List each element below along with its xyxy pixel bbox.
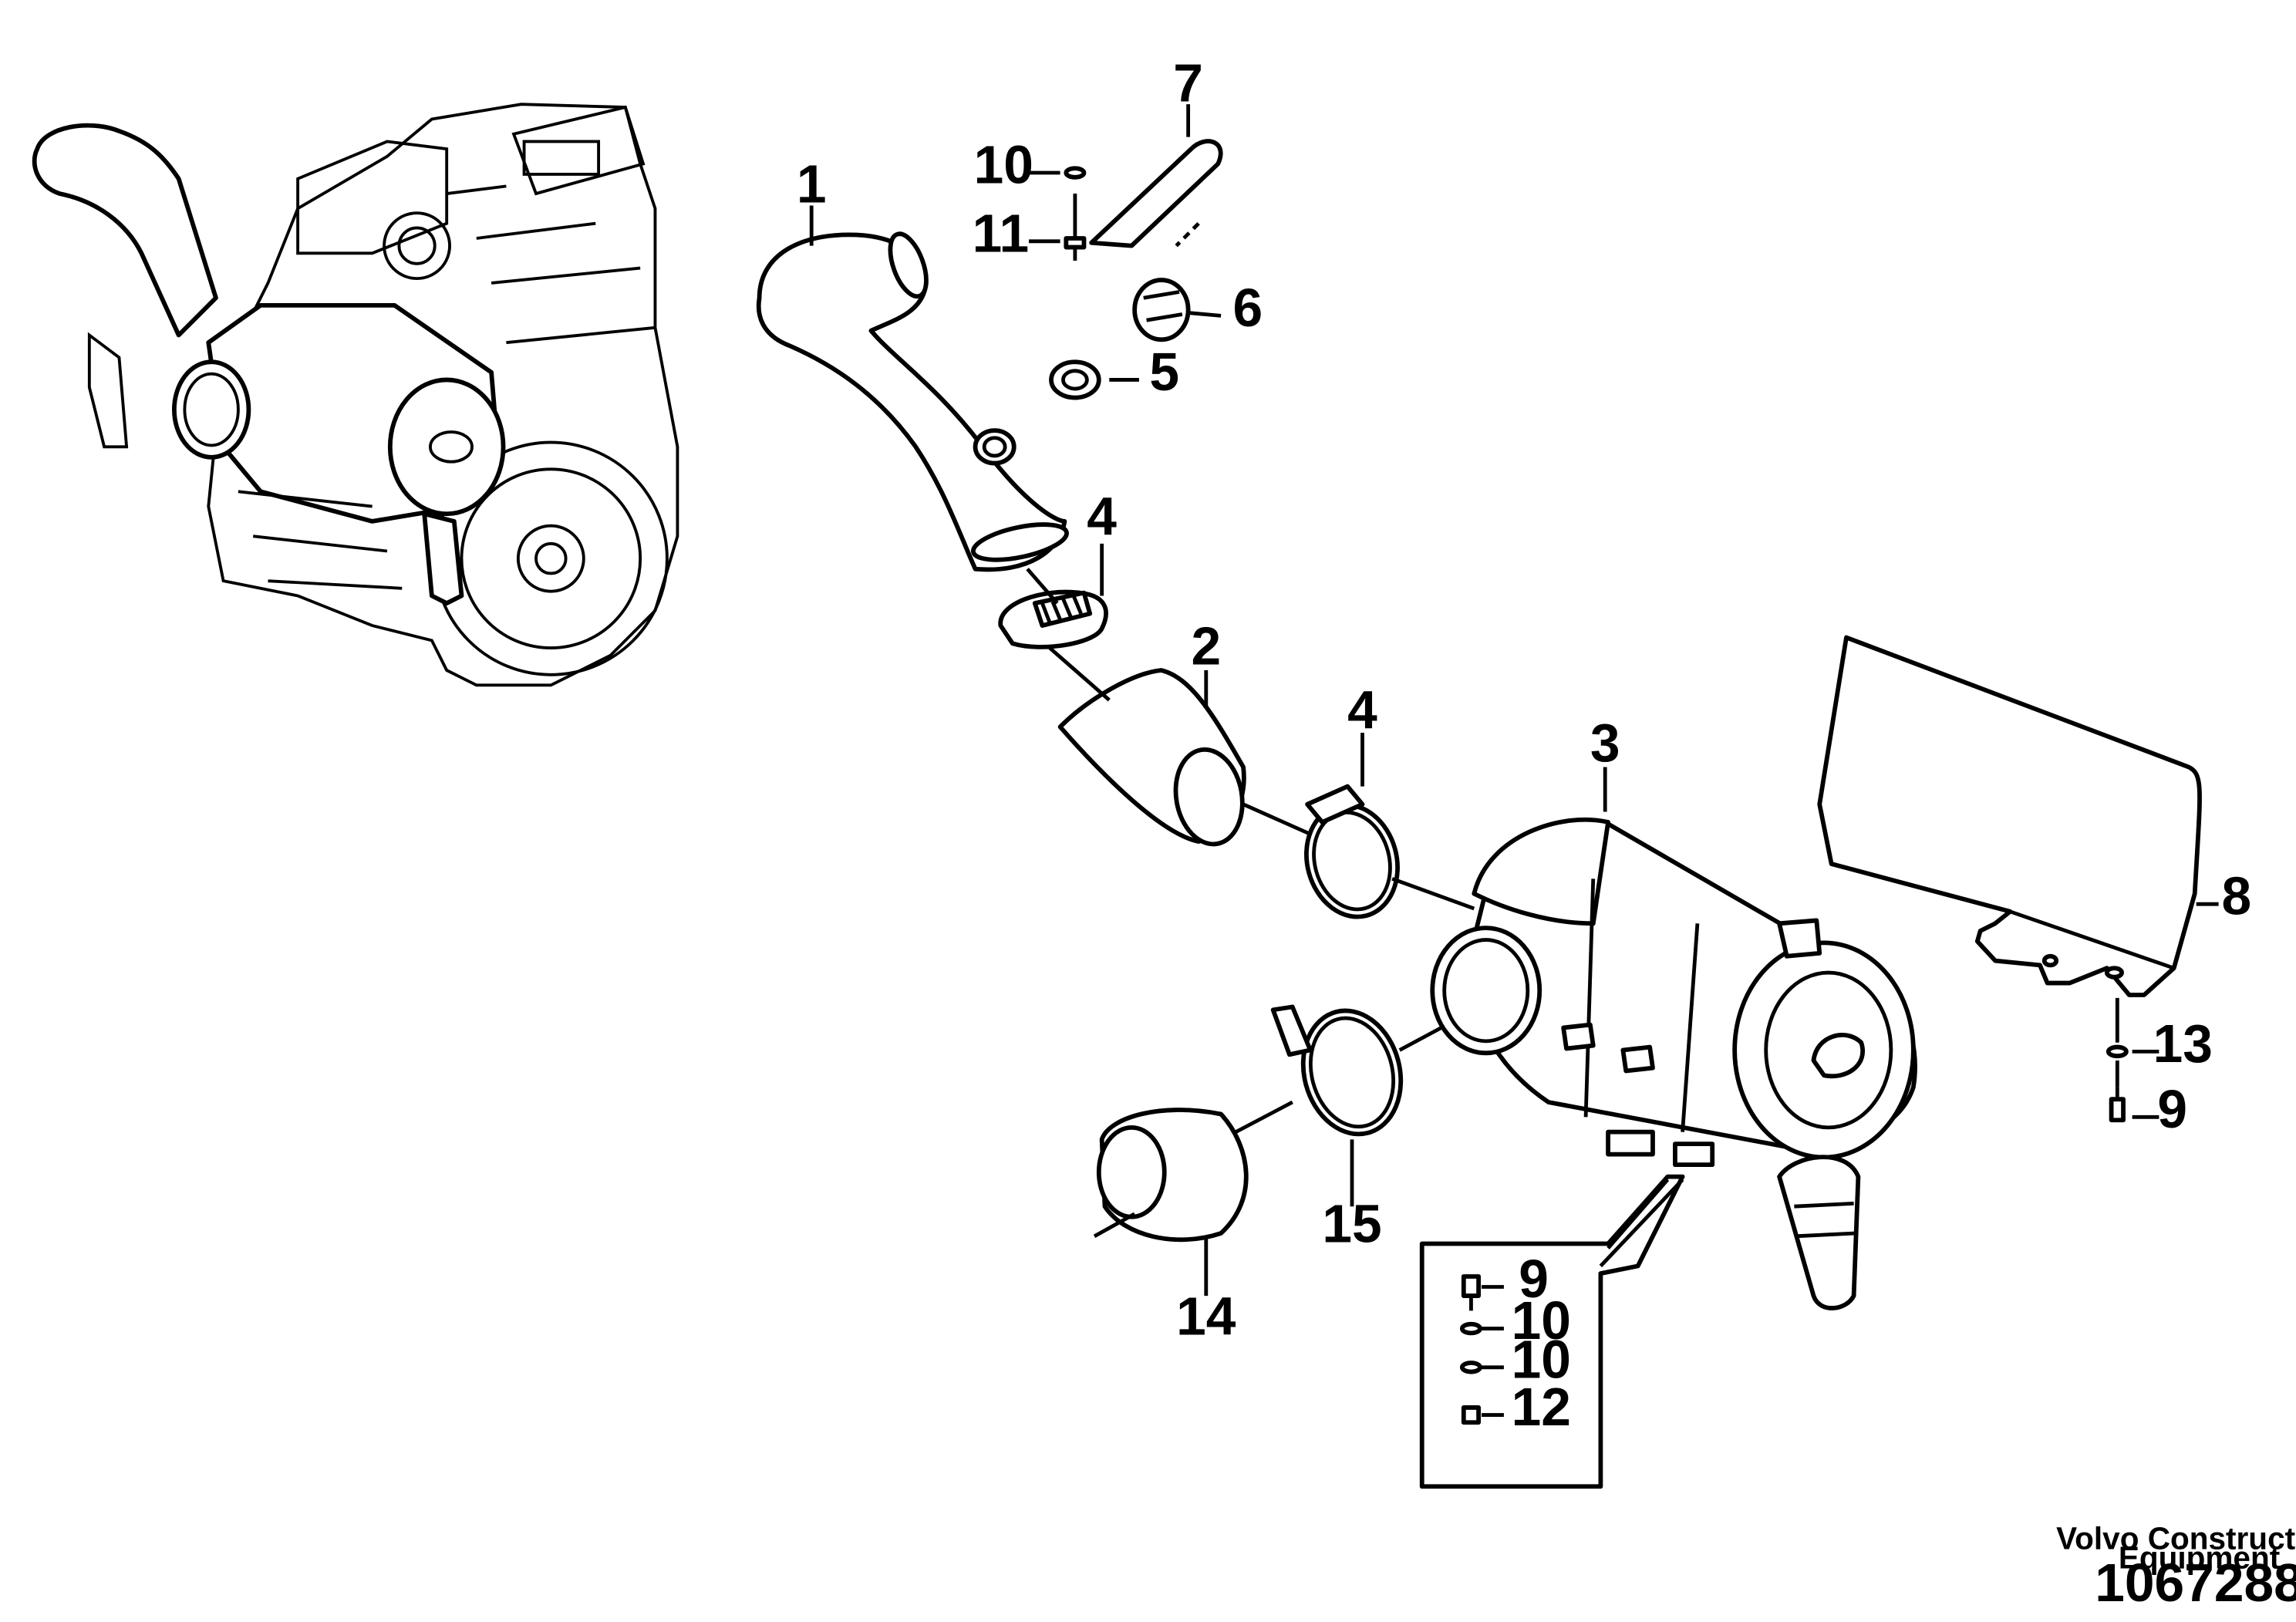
part-3-air-filter-housing [1430, 818, 1917, 1310]
part-14-sleeve [1096, 1108, 1249, 1243]
callout-9: 9 [2157, 1079, 2187, 1139]
callout-5: 5 [1149, 342, 1179, 402]
detail-callout-10b: 10 [1512, 1329, 1571, 1389]
part-15-clamp [1270, 1004, 1404, 1137]
callout-10: 10 [974, 135, 1033, 195]
detail-callout-12: 12 [1512, 1377, 1571, 1437]
callout-1: 1 [797, 154, 827, 214]
document-number: 1067288 [2095, 1553, 2296, 1613]
part-10-washer-top [1064, 166, 1087, 180]
part-9-bolt [2109, 1087, 2126, 1123]
callout-14: 14 [1176, 1286, 1236, 1346]
callout-3: 3 [1590, 713, 1620, 773]
callout-4-lower: 4 [1347, 679, 1377, 740]
callout-6: 6 [1233, 278, 1263, 338]
part-6-restriction-indicator [1132, 278, 1191, 342]
detail-callout-9: 9 [1519, 1249, 1549, 1309]
part-4-hose-clamp-upper [998, 589, 1108, 649]
part-8-heat-shield [1817, 635, 2202, 997]
callout-11: 11 [973, 203, 1029, 263]
callout-labels: 1 2 3 4 4 5 6 7 8 9 10 11 13 14 15 9 10 … [797, 52, 2251, 1437]
callout-15: 15 [1322, 1194, 1381, 1254]
callout-4-upper: 4 [1087, 486, 1117, 546]
engine-overview-illustration [32, 103, 679, 687]
footer-branding: Volvo Construction Equipment 1067288 [2056, 1520, 2296, 1613]
callout-8: 8 [2221, 866, 2251, 926]
leader-lines [809, 104, 2219, 1297]
part-13-washer [2106, 1044, 2129, 1059]
part-7-bracket [1089, 139, 1223, 248]
part-11-screw [1064, 194, 1087, 261]
callout-13: 13 [2153, 1013, 2213, 1074]
part-2-rubber-elbow [1057, 668, 1246, 847]
detail-callout-10a: 10 [1512, 1290, 1571, 1351]
brand-line-2: Equipment [2119, 1539, 2280, 1575]
brand-line-1: Volvo Construction [2056, 1520, 2296, 1556]
part-4-hose-clamp-lower [1304, 784, 1400, 919]
callout-7: 7 [1173, 52, 1203, 113]
callout-2: 2 [1191, 615, 1221, 676]
part-5-grommet [1049, 359, 1101, 400]
detail-box [1419, 1174, 1685, 1489]
part-1-intake-hose [756, 231, 1069, 572]
